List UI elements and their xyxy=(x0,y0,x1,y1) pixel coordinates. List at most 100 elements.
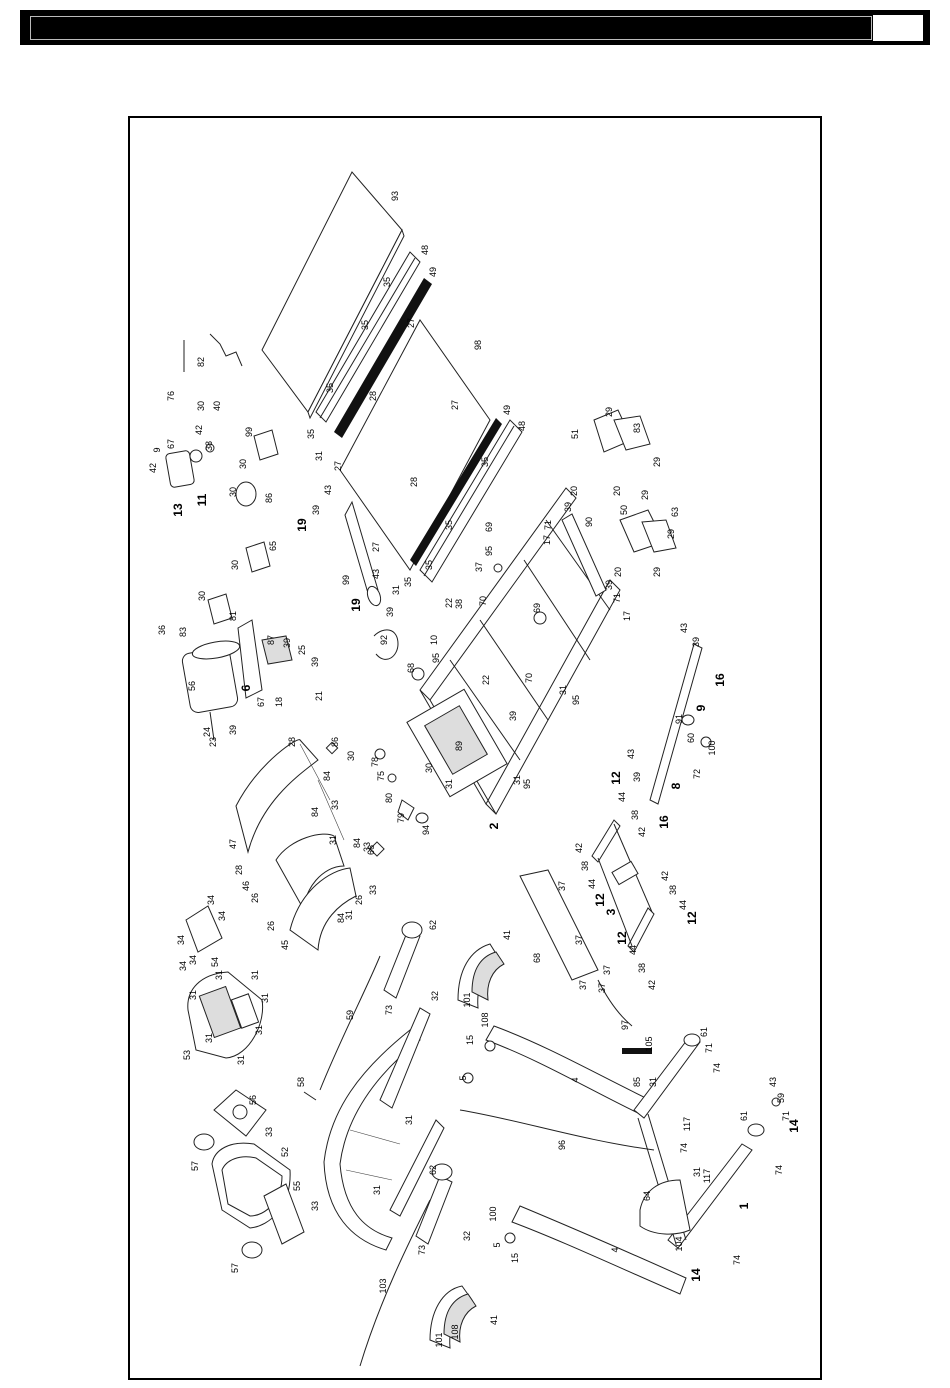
part-label-95: 95 xyxy=(431,653,441,663)
part-label-35: 35 xyxy=(325,383,335,393)
part-label-25: 25 xyxy=(297,645,307,655)
part-label-28: 28 xyxy=(368,391,378,401)
part-label-74: 74 xyxy=(732,1255,742,1265)
part-label-1: 1 xyxy=(737,1202,751,1209)
part-label-37: 37 xyxy=(574,935,584,945)
part-label-11: 11 xyxy=(195,493,209,506)
part-label-34: 34 xyxy=(176,935,186,945)
part-label-26: 26 xyxy=(266,921,276,931)
part-label-39: 39 xyxy=(228,725,238,735)
part-label-42: 42 xyxy=(574,843,584,853)
part-label-31: 31 xyxy=(404,1115,414,1125)
part-label-49: 49 xyxy=(428,267,438,277)
part-label-32: 32 xyxy=(430,991,440,1001)
upright-tube-lower xyxy=(511,1205,687,1295)
part-label-30: 30 xyxy=(346,751,356,761)
part-label-33: 33 xyxy=(310,1201,320,1211)
part-label-43: 43 xyxy=(626,749,636,759)
part-label-33: 33 xyxy=(330,800,340,810)
part-label-12: 12 xyxy=(593,893,607,907)
part-label-31: 31 xyxy=(254,1025,264,1035)
part-label-48: 48 xyxy=(420,245,430,255)
motor-cover-51 xyxy=(593,409,651,453)
base-cover xyxy=(639,1179,691,1235)
part-label-37: 37 xyxy=(597,983,607,993)
part-label-19: 19 xyxy=(349,598,363,612)
part-label-46: 46 xyxy=(241,881,251,891)
part-label-30: 30 xyxy=(424,763,434,773)
part-label-24: 24 xyxy=(202,727,212,737)
part-label-17: 17 xyxy=(542,535,552,545)
part-label-62: 62 xyxy=(428,1165,438,1175)
part-label-26: 26 xyxy=(354,895,364,905)
part-label-84: 84 xyxy=(336,913,346,923)
part-label-5: 5 xyxy=(458,1075,468,1080)
part-label-31: 31 xyxy=(648,1077,658,1087)
part-label-57: 57 xyxy=(190,1161,200,1171)
part-label-54: 54 xyxy=(210,957,220,967)
part-label-60: 60 xyxy=(686,733,696,743)
part-label-86: 86 xyxy=(264,493,274,503)
part-label-29: 29 xyxy=(604,407,614,417)
part-label-39: 39 xyxy=(632,772,642,782)
part-label-35: 35 xyxy=(480,457,490,467)
part-label-48: 48 xyxy=(517,421,527,431)
part-label-74: 74 xyxy=(679,1143,689,1153)
part-label-81: 81 xyxy=(228,611,238,621)
part-label-12: 12 xyxy=(609,771,623,785)
part-label-108: 108 xyxy=(480,1012,490,1027)
part-label-4: 4 xyxy=(570,1077,580,1082)
part-label-30: 30 xyxy=(197,591,207,601)
part-label-33: 33 xyxy=(264,1127,274,1137)
part-label-43: 43 xyxy=(323,485,333,495)
part-label-39: 39 xyxy=(563,502,573,512)
part-label-37: 37 xyxy=(474,562,484,572)
grip-lower xyxy=(415,1163,453,1245)
part-label-31: 31 xyxy=(188,990,198,1000)
wire-97 xyxy=(597,979,633,1027)
part-label-3: 3 xyxy=(604,908,618,915)
part-label-49: 49 xyxy=(502,405,512,415)
part-label-31: 31 xyxy=(558,685,568,695)
console-top xyxy=(185,905,223,953)
part-label-59: 59 xyxy=(345,1010,355,1020)
part-label-99: 99 xyxy=(341,575,351,585)
part-label-76: 76 xyxy=(166,391,176,401)
part-label-51: 51 xyxy=(570,429,580,439)
part-label-16: 16 xyxy=(657,815,671,829)
part-label-31: 31 xyxy=(391,585,401,595)
wire-103 xyxy=(359,1199,431,1367)
part-label-74: 74 xyxy=(712,1063,722,1073)
misc-small-parts xyxy=(325,563,781,1244)
part-label-84: 84 xyxy=(322,771,332,781)
part-label-39: 39 xyxy=(311,505,321,515)
part-label-31: 31 xyxy=(328,835,338,845)
part-label-33: 33 xyxy=(362,842,372,852)
part-label-37: 37 xyxy=(557,881,567,891)
part-label-22: 22 xyxy=(444,598,454,608)
part-label-9: 9 xyxy=(152,447,162,452)
wire-96 xyxy=(459,1109,655,1151)
part-label-31: 31 xyxy=(512,775,522,785)
drive-belt xyxy=(373,629,399,660)
part-label-63: 63 xyxy=(670,507,680,517)
part-label-21: 21 xyxy=(314,691,324,701)
part-label-23: 23 xyxy=(208,737,218,747)
motor-bracket xyxy=(237,619,293,699)
part-label-59: 59 xyxy=(776,1093,786,1103)
part-label-44: 44 xyxy=(587,879,597,889)
part-label-39: 39 xyxy=(691,637,701,647)
part-label-31: 31 xyxy=(692,1167,702,1177)
header-title-strip xyxy=(30,16,872,40)
part-label-31: 31 xyxy=(444,779,454,789)
part-label-86: 86 xyxy=(330,737,340,747)
side-rail-lower xyxy=(410,418,523,583)
part-label-42: 42 xyxy=(660,871,670,881)
part-label-13: 13 xyxy=(171,503,185,517)
part-label-35: 35 xyxy=(424,560,434,570)
part-label-104: 104 xyxy=(674,1236,684,1251)
part-label-41: 41 xyxy=(489,1315,499,1325)
part-label-31: 31 xyxy=(344,910,354,920)
part-label-82: 82 xyxy=(196,357,206,367)
